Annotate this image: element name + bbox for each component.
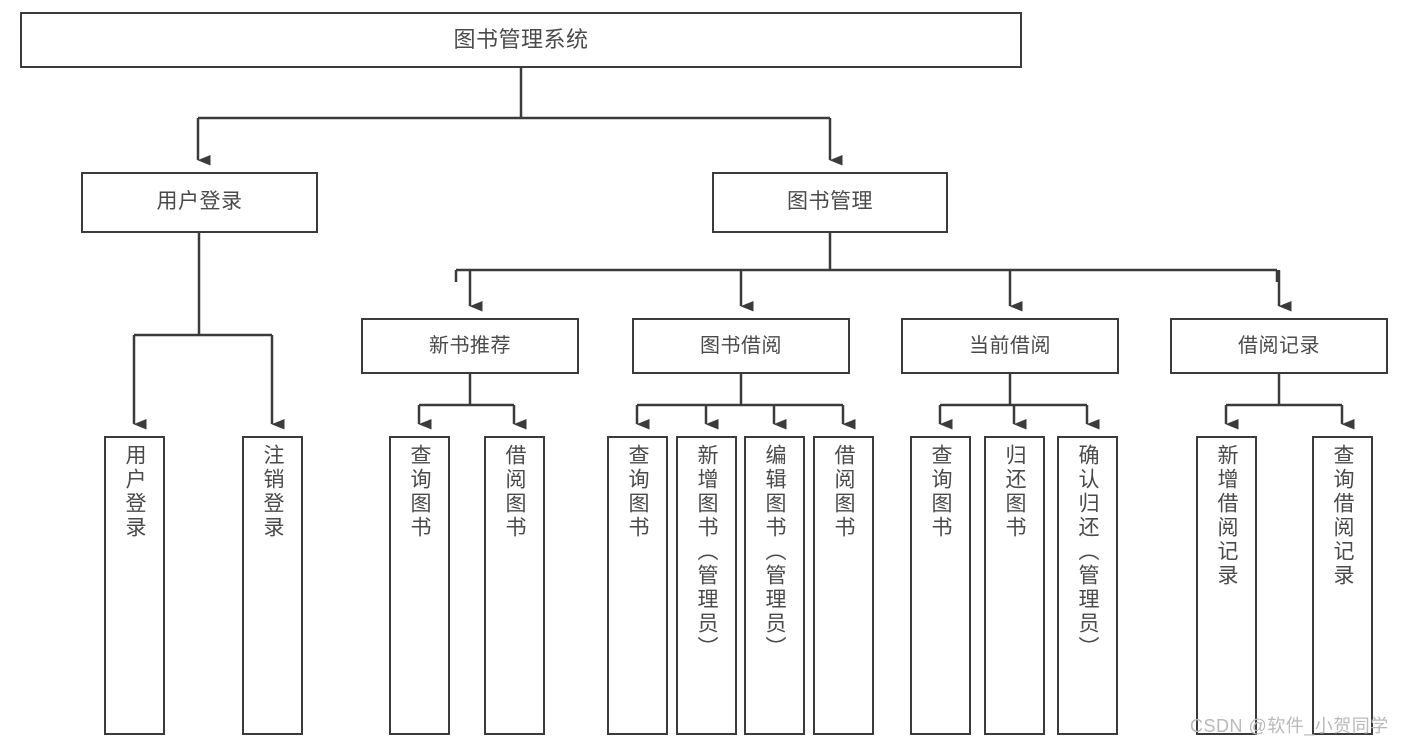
node-book-borrow[interactable]: 图书借阅 bbox=[632, 318, 850, 374]
node-label: 图书借阅 bbox=[700, 334, 782, 357]
node-label: 新书推荐 bbox=[429, 334, 511, 357]
leaf-return-book[interactable]: 归还图书 bbox=[984, 436, 1045, 735]
node-label: 查询图书 bbox=[929, 444, 952, 540]
node-label: 查询图书 bbox=[626, 444, 649, 540]
node-user-login[interactable]: 用户登录 bbox=[81, 172, 318, 233]
node-label: 确认归还（管理员） bbox=[1076, 444, 1099, 660]
leaf-edit-book-admin[interactable]: 编辑图书（管理员） bbox=[744, 436, 805, 735]
node-label: 查询借阅记录 bbox=[1331, 444, 1354, 588]
node-label: 借阅图书 bbox=[503, 444, 526, 540]
node-label: 用户登录 bbox=[156, 190, 243, 214]
node-label: 注销登录 bbox=[261, 444, 284, 540]
node-label: 查询图书 bbox=[408, 444, 431, 540]
leaf-query-book-current[interactable]: 查询图书 bbox=[910, 436, 971, 735]
node-label: 新增图书（管理员） bbox=[695, 444, 718, 660]
node-book-management[interactable]: 图书管理 bbox=[712, 172, 948, 233]
leaf-user-login[interactable]: 用户登录 bbox=[104, 436, 165, 735]
node-borrow-record[interactable]: 借阅记录 bbox=[1170, 318, 1388, 374]
node-label: 归还图书 bbox=[1003, 444, 1026, 540]
node-label: 当前借阅 bbox=[969, 334, 1051, 357]
leaf-query-book-borrow[interactable]: 查询图书 bbox=[607, 436, 668, 735]
leaf-confirm-return-admin[interactable]: 确认归还（管理员） bbox=[1057, 436, 1118, 735]
leaf-logout-login[interactable]: 注销登录 bbox=[242, 436, 303, 735]
node-label: 编辑图书（管理员） bbox=[763, 444, 786, 660]
node-label: 图书管理系统 bbox=[453, 27, 589, 53]
node-current-borrow[interactable]: 当前借阅 bbox=[901, 318, 1119, 374]
node-label: 图书管理 bbox=[787, 190, 873, 214]
node-label: 借阅图书 bbox=[832, 444, 855, 540]
leaf-query-book-new[interactable]: 查询图书 bbox=[389, 436, 450, 735]
leaf-query-borrow-record[interactable]: 查询借阅记录 bbox=[1312, 436, 1373, 735]
leaf-add-borrow-record[interactable]: 新增借阅记录 bbox=[1196, 436, 1257, 735]
node-label: 新增借阅记录 bbox=[1215, 444, 1238, 588]
node-label: 借阅记录 bbox=[1238, 334, 1320, 357]
csdn-watermark: CSDN @软件_小贺同学 bbox=[1190, 716, 1389, 736]
node-new-book-recommend[interactable]: 新书推荐 bbox=[361, 318, 579, 374]
leaf-borrow-book-new[interactable]: 借阅图书 bbox=[484, 436, 545, 735]
leaf-borrow-book[interactable]: 借阅图书 bbox=[813, 436, 874, 735]
node-label: 用户登录 bbox=[123, 444, 146, 540]
node-root-system[interactable]: 图书管理系统 bbox=[20, 12, 1022, 68]
leaf-add-book-admin[interactable]: 新增图书（管理员） bbox=[676, 436, 737, 735]
